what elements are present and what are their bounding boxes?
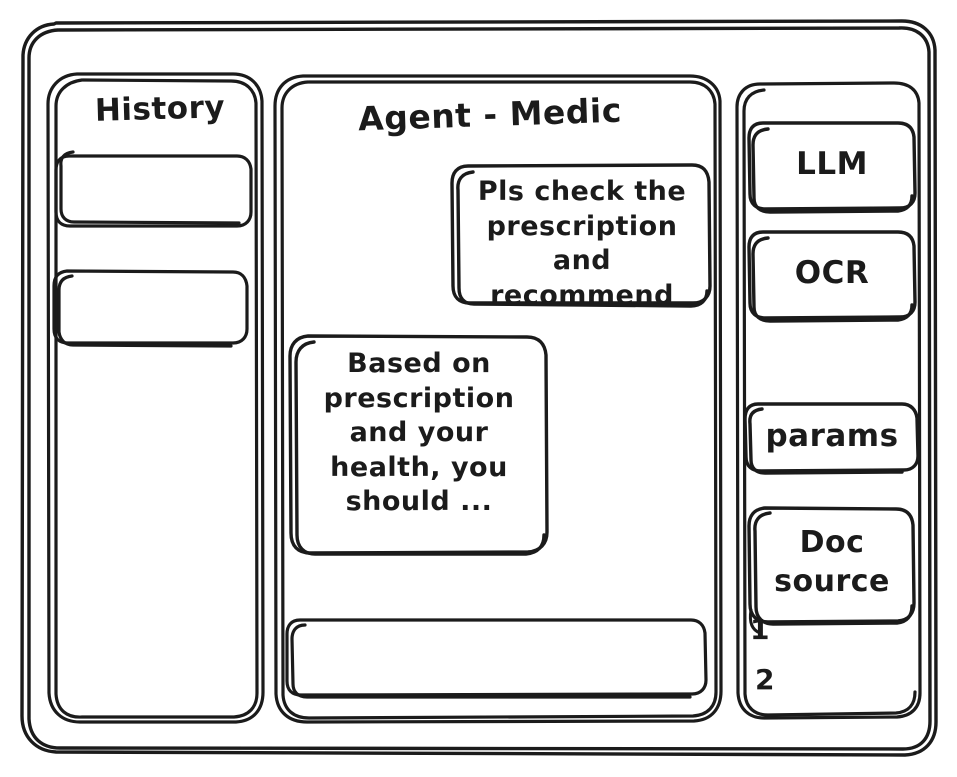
params-label: params xyxy=(765,418,899,454)
agent-message-text: Based on prescription and your health, y… xyxy=(323,348,515,518)
doc-source-label: Doc source xyxy=(774,525,890,599)
user-message-text: Pls check the prescription and recommend xyxy=(477,176,687,311)
doc-source-list-marker-1: 1 xyxy=(750,613,770,646)
tools-panel xyxy=(735,82,923,722)
main-panel xyxy=(273,74,723,726)
tool-ocr-label: OCR xyxy=(794,255,870,291)
history-panel xyxy=(46,72,266,726)
doc-source-list-marker-2: 2 xyxy=(755,663,775,696)
tool-llm-label: LLM xyxy=(796,146,868,182)
